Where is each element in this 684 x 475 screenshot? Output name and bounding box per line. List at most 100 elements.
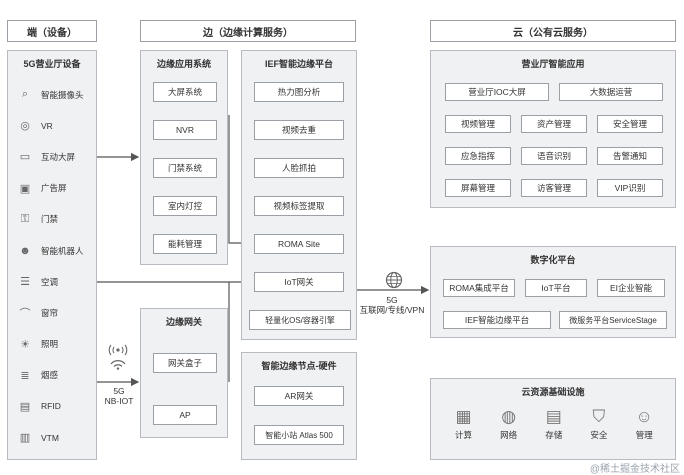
hall-app-item: 资产管理 (521, 115, 587, 133)
globe-icon (384, 270, 404, 290)
edge-app-item: 能耗管理 (153, 234, 217, 254)
hall-app-item: VIP识别 (597, 179, 663, 197)
smoke-detector-icon: ≣ (20, 369, 30, 382)
hall-app-item: 营业厅IOC大屏 (445, 83, 549, 101)
edge-app-panel-title: 边缘应用系统 (156, 59, 211, 69)
ad-display-icon: ▣ (19, 182, 31, 195)
digital-item: IoT平台 (525, 279, 587, 297)
device-item-label: RFID (41, 401, 61, 412)
vr-headset-icon: ◎ (20, 120, 30, 133)
device-item-label: 烟感 (41, 370, 59, 381)
hall-app-item: 语音识别 (521, 147, 587, 165)
digital-item: IEF智能边缘平台 (443, 311, 551, 329)
edge-node-panel: 智能边缘节点-硬件 AR网关 智能小站 Atlas 500 (241, 352, 357, 460)
network-label-types: 互联网/专线/VPN (359, 305, 425, 315)
cloud-column-title: 云（公有云服务） (513, 27, 593, 39)
device-item: ▤ RFID (16, 391, 96, 422)
edge-node-item: 智能小站 Atlas 500 (254, 425, 344, 445)
digital-item: EI企业智能 (597, 279, 665, 297)
gateway-panel: 边缘网关 网关盒子 AP (140, 308, 228, 438)
curtain-icon: ⌒ (19, 307, 31, 320)
device-item: ☻ 智能机器人 (16, 235, 96, 266)
cloud-infra-item: ▦ 计算 (455, 407, 472, 451)
cloud-infra-label: 管理 (635, 430, 653, 440)
wireless-label-5g: 5G (113, 386, 125, 396)
device-item: ⌒ 窗帘 (16, 297, 96, 328)
edge-column-title: 边（边缘计算服务） (203, 27, 293, 39)
edge-app-item: 大屏系统 (153, 82, 217, 102)
device-item: ☰ 空调 (16, 266, 96, 297)
device-column-header: 端（设备） (7, 20, 97, 42)
robot-icon: ☻ (19, 244, 31, 257)
device-item: ◎VR (16, 110, 96, 141)
admin-icon: ☺ (635, 407, 653, 426)
edge-node-item: AR网关 (254, 386, 344, 406)
ief-item: 轻量化OS/容器引擎 (249, 310, 351, 330)
storage-icon: ▤ (545, 407, 562, 426)
cloud-infra-panel: 云资源基础设施 ▦ 计算 ◍ 网络 ▤ 存储 ⛉ 安全 ☺ 管理 (430, 378, 676, 460)
cloud-infra-panel-title: 云资源基础设施 (521, 387, 585, 397)
device-panel: 5G营业厅设备 ⌕ 智能摄像头 ◎VR ▭ 互动大屏 ▣ 广告屏 ⚿ 门禁 ☻ 智能机器人 ☰ 空调 ⌒ 窗… (7, 50, 97, 460)
cloud-infra-label: 网络 (500, 430, 518, 440)
device-item-label: 智能摄像头 (41, 89, 84, 100)
cloud-infra-label: 计算 (455, 430, 473, 440)
door-access-icon: ⚿ (20, 212, 30, 225)
wireless-label-nbiot: NB-IOT (104, 396, 134, 406)
ief-item: 人脸抓拍 (254, 158, 344, 178)
cloud-infra-label: 存储 (545, 430, 563, 440)
edge-column-header: 边（边缘计算服务） (140, 20, 356, 42)
hall-app-panel: 营业厅智能应用 营业厅IOC大屏 大数据运营 视频管理 资产管理 安全管理 应急… (430, 50, 676, 208)
device-item-label: 广告屏 (41, 183, 67, 194)
edge-app-item: NVR (153, 120, 217, 140)
digital-panel-title: 数字化平台 (530, 255, 576, 265)
gateway-panel-title: 边缘网关 (165, 317, 202, 327)
ief-item: IoT网关 (254, 272, 344, 292)
digital-item: ROMA集成平台 (443, 279, 515, 297)
gateway-item: 网关盒子 (153, 353, 217, 373)
wifi-icon (108, 344, 128, 370)
device-item: ☀照明 (16, 329, 96, 360)
device-item-label: 智能机器人 (41, 245, 84, 256)
device-item-label: 窗帘 (41, 307, 59, 318)
digital-item: 微服务平台ServiceStage (559, 311, 667, 329)
device-item: ⚿ 门禁 (16, 204, 96, 235)
hall-app-item: 应急指挥 (445, 147, 511, 165)
rfid-icon: ▤ (19, 400, 31, 413)
globe-icon: ◍ (501, 407, 517, 426)
cloud-infra-item: ▤ 存储 (545, 407, 562, 451)
ief-item: 热力图分析 (254, 82, 344, 102)
watermark: @稀土掘金技术社区 (589, 464, 680, 475)
device-item-label: VTM (41, 432, 59, 443)
shield-icon: ⛉ (592, 407, 606, 426)
device-list: ⌕ 智能摄像头 ◎VR ▭ 互动大屏 ▣ 广告屏 ⚿ 门禁 ☻ 智能机器人 ☰ 空调 ⌒ 窗帘 ☀照明 ≣ 烟感 ▤… (8, 79, 96, 453)
ief-panel-title: IEF智能边缘平台 (264, 59, 333, 69)
cloud-infra-item: ☺ 管理 (636, 407, 653, 451)
light-bulb-icon: ☀ (20, 338, 30, 351)
device-item: ▥ VTM (16, 422, 96, 453)
hall-app-item: 视频管理 (445, 115, 511, 133)
device-panel-title: 5G营业厅设备 (23, 59, 81, 69)
cloud-infra-item: ◍ 网络 (500, 407, 517, 451)
device-item-label: 互动大屏 (41, 151, 76, 162)
device-item-label: 门禁 (41, 214, 59, 225)
compute-icon: ▦ (455, 407, 472, 426)
edge-app-panel: 边缘应用系统 大屏系统 NVR 门禁系统 室内灯控 能耗管理 (140, 50, 228, 265)
cloud-column-header: 云（公有云服务） (430, 20, 676, 42)
ief-item: 视频去重 (254, 120, 344, 140)
vtm-icon: ▥ (19, 432, 31, 445)
air-conditioner-icon: ☰ (20, 276, 30, 289)
edge-app-item: 室内灯控 (153, 196, 217, 216)
hall-app-panel-title: 营业厅智能应用 (521, 59, 585, 69)
device-item: ⌕ 智能摄像头 (16, 79, 96, 110)
hall-app-item: 屏幕管理 (445, 179, 511, 197)
screen-icon: ▭ (19, 151, 31, 164)
hall-app-item: 访客管理 (521, 179, 587, 197)
cloud-infra-label: 安全 (590, 430, 608, 440)
device-item-label: 空调 (41, 276, 59, 287)
ief-item: 视频标签提取 (254, 196, 344, 216)
edge-app-item: 门禁系统 (153, 158, 217, 178)
device-item: ≣ 烟感 (16, 360, 96, 391)
camera-icon: ⌕ (21, 88, 29, 101)
hall-app-item: 安全管理 (597, 115, 663, 133)
device-item: ▭ 互动大屏 (16, 141, 96, 172)
